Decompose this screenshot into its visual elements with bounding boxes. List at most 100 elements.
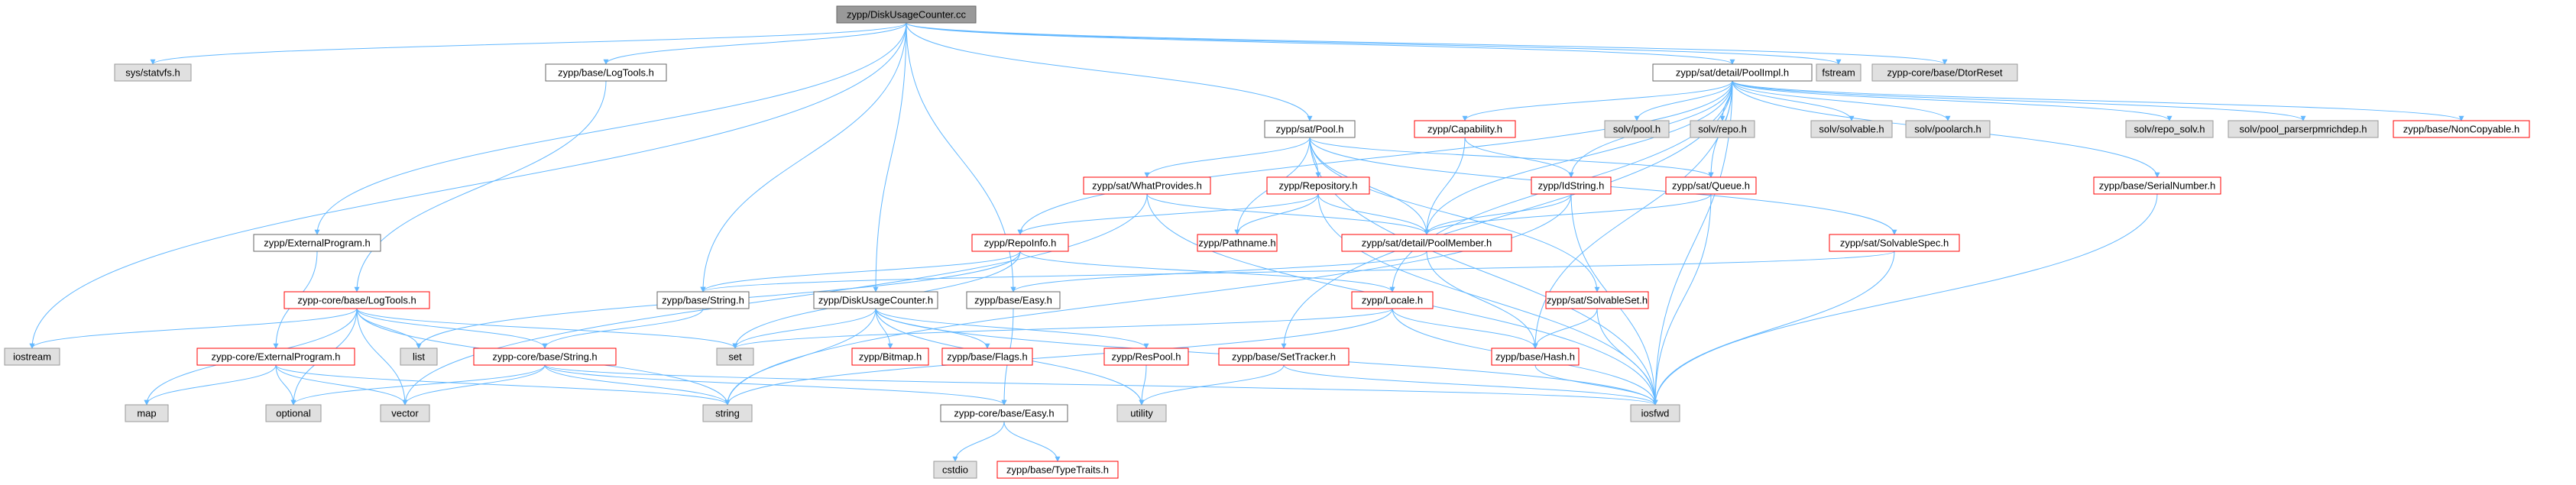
node-zypp-repoinfo-h[interactable]: zypp/RepoInfo.h — [971, 234, 1069, 252]
node-zypp-core-base-dtorreset: zypp-core/base/DtorReset — [1871, 63, 2018, 82]
node-box — [656, 291, 750, 309]
node-zypp-diskusagecounter-cc[interactable]: zypp/DiskUsageCounter.cc — [836, 5, 977, 24]
node-zypp-sat-whatprovides-h[interactable]: zypp/sat/WhatProvides.h — [1083, 176, 1211, 195]
edge-n22-n28 — [1010, 251, 1427, 293]
node-label: zypp/base/SetTracker.h — [1232, 351, 1336, 363]
node-box — [1810, 120, 1893, 138]
edge-n2-n25 — [354, 80, 607, 293]
edge-n0-n2 — [603, 22, 907, 65]
node-solv-solvable-h: solv/solvable.h — [1810, 120, 1893, 138]
node-label: zypp-core/base/DtorReset — [1887, 67, 2002, 79]
edge-n30-n39 — [1532, 308, 1598, 349]
node-box — [4, 348, 60, 366]
node-zypp-sat-detail-poolimpl-h[interactable]: zypp/sat/detail/PoolImpl.h — [1652, 63, 1813, 82]
edge-n33-n43 — [402, 364, 546, 406]
node-zypp-core-base-logtools-h[interactable]: zypp-core/base/LogTools.h — [284, 291, 430, 309]
edge-n37-n45 — [1139, 364, 1147, 406]
node-zypp-externalprogram-h[interactable]: zypp/ExternalProgram.h — [253, 234, 381, 252]
node-box — [971, 234, 1069, 252]
node-box — [2093, 176, 2221, 195]
node-label: vector — [391, 408, 419, 419]
node-solv-pool-parserpmrichdep-h: solv/pool_parserpmrichdep.h — [2228, 120, 2379, 138]
node-box — [1829, 234, 1960, 252]
node-zypp-base-noncopyable-h[interactable]: zypp/base/NonCopyable.h — [2393, 120, 2530, 138]
node-label: zypp-core/base/Easy.h — [954, 408, 1054, 419]
edge-n3-n11 — [1732, 80, 2306, 121]
node-label: zypp/Locale.h — [1362, 295, 1423, 306]
edge-n25-n34 — [356, 308, 738, 349]
node-box — [2125, 120, 2214, 138]
edge-n3-n22 — [1424, 80, 1733, 235]
node-zypp-idstring-h[interactable]: zypp/IdString.h — [1531, 176, 1612, 195]
node-zypp-base-flags-h[interactable]: zypp/base/Flags.h — [941, 348, 1033, 366]
edge-n29-n34 — [732, 308, 1393, 349]
node-zypp-sat-pool-h[interactable]: zypp/sat/Pool.h — [1264, 120, 1356, 138]
node-box — [284, 291, 430, 309]
edge-n0-n24 — [314, 22, 907, 235]
node-box — [1652, 63, 1813, 82]
node-zypp-core-base-string-h[interactable]: zypp-core/base/String.h — [473, 348, 617, 366]
node-box — [114, 63, 192, 82]
node-zypp-base-typetraits-h[interactable]: zypp/base/TypeTraits.h — [996, 461, 1119, 479]
node-box — [1604, 120, 1670, 138]
node-box — [400, 348, 438, 366]
edge-n0-n27 — [873, 22, 907, 293]
node-zypp-sat-queue-h[interactable]: zypp/sat/Queue.h — [1665, 176, 1757, 195]
node-zypp-repository-h[interactable]: zypp/Repository.h — [1266, 176, 1370, 195]
edge-n38-n45 — [1139, 364, 1285, 406]
edge-n3-n6 — [1634, 80, 1733, 121]
edge-n25-n33 — [356, 308, 548, 349]
node-zypp-sat-solvableset-h[interactable]: zypp/sat/SolvableSet.h — [1545, 291, 1649, 309]
edge-n38-n46 — [1283, 364, 1658, 406]
node-box — [1218, 348, 1350, 366]
node-zypp-locale-h[interactable]: zypp/Locale.h — [1351, 291, 1434, 309]
node-box — [941, 348, 1033, 366]
node-box — [1630, 404, 1680, 422]
node-zypp-base-logtools-h[interactable]: zypp/base/LogTools.h — [545, 63, 667, 82]
node-label: zypp/sat/SolvableSet.h — [1547, 295, 1648, 306]
edge-n0-n14 — [906, 22, 1313, 121]
edge-n29-n39 — [1392, 308, 1538, 349]
node-zypp-base-easy-h[interactable]: zypp/base/Easy.h — [966, 291, 1061, 309]
node-zypp-base-string-h[interactable]: zypp/base/String.h — [656, 291, 750, 309]
edge-n27-n34 — [732, 308, 876, 349]
edge-n3-n8 — [1732, 80, 1855, 121]
node-box — [1414, 120, 1516, 138]
edge-n47-n49 — [1003, 421, 1061, 462]
node-zypp-core-base-easy-h[interactable]: zypp-core/base/Easy.h — [940, 404, 1068, 422]
node-label: zypp/sat/Pool.h — [1276, 124, 1344, 135]
edge-n33-n47 — [544, 364, 1007, 406]
node-box — [1103, 348, 1189, 366]
node-box — [1491, 348, 1580, 366]
node-zypp-sat-solvablespec-h[interactable]: zypp/sat/SolvableSpec.h — [1829, 234, 1960, 252]
edge-n3-n12 — [1732, 80, 2464, 121]
node-zypp-respool-h[interactable]: zypp/ResPool.h — [1103, 348, 1189, 366]
node-zypp-diskusagecounter-h[interactable]: zypp/DiskUsageCounter.h — [813, 291, 938, 309]
node-zypp-pathname-h[interactable]: zypp/Pathname.h — [1197, 234, 1278, 252]
node-label: solv/pool.h — [1613, 124, 1661, 135]
node-zypp-core-externalprogram-h[interactable]: zypp-core/ExternalProgram.h — [196, 348, 355, 366]
edge-n20-n26 — [700, 251, 1021, 293]
node-box — [1351, 291, 1434, 309]
node-label: zypp/base/Hash.h — [1495, 351, 1575, 363]
node-box — [1816, 63, 1862, 82]
node-iosfwd: iosfwd — [1630, 404, 1680, 422]
edge-n25-n43 — [356, 308, 408, 406]
edge-n14-n30 — [1309, 137, 1600, 293]
node-box — [1341, 234, 1512, 252]
edge-n3-n46 — [1652, 80, 1733, 406]
node-zypp-bitmap-h[interactable]: zypp/Bitmap.h — [851, 348, 929, 366]
edge-n0-n31 — [29, 22, 907, 349]
node-zypp-sat-detail-poolmember-h[interactable]: zypp/sat/detail/PoolMember.h — [1341, 234, 1512, 252]
node-box — [1197, 234, 1278, 252]
node-box — [836, 5, 977, 24]
node-zypp-base-hash-h[interactable]: zypp/base/Hash.h — [1491, 348, 1580, 366]
node-zypp-capability-h[interactable]: zypp/Capability.h — [1414, 120, 1516, 138]
edge-n20-n29 — [1019, 251, 1395, 293]
node-label: zypp/sat/WhatProvides.h — [1092, 180, 1202, 192]
node-zypp-base-serialnumber-h[interactable]: zypp/base/SerialNumber.h — [2093, 176, 2221, 195]
node-box — [265, 404, 322, 422]
edge-n26-n33 — [542, 308, 704, 349]
node-zypp-base-settracker-h[interactable]: zypp/base/SetTracker.h — [1218, 348, 1350, 366]
node-label: cstdio — [942, 464, 968, 476]
